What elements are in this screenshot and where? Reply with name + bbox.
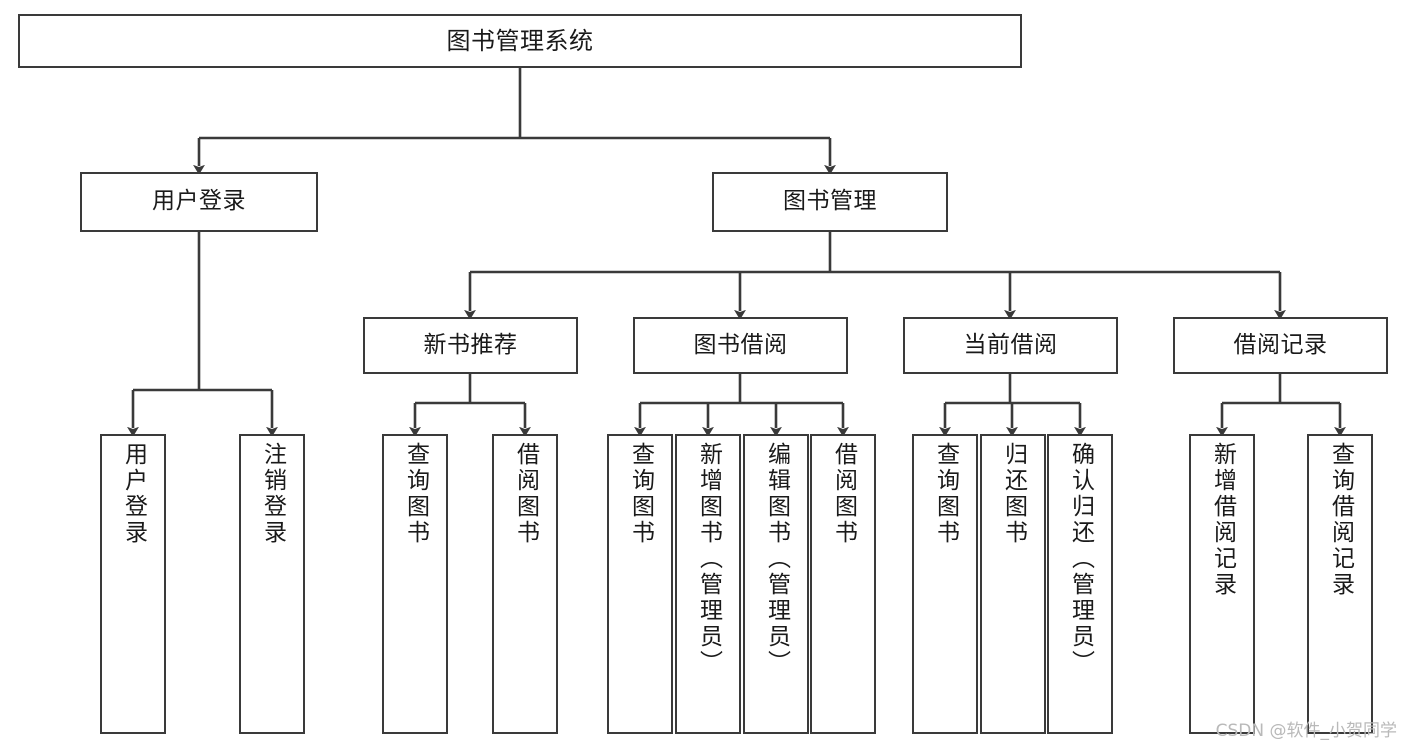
leaf-query-book-3-label: 查询图书 bbox=[932, 442, 959, 546]
leaf-return-book-label: 归还图书 bbox=[1000, 442, 1027, 546]
leaf-borrow-book-1[interactable]: 借阅图书 bbox=[492, 434, 558, 734]
leaf-edit-book[interactable]: 编辑图书（管理员） bbox=[743, 434, 809, 734]
node-user-login[interactable]: 用户登录 bbox=[80, 172, 318, 232]
leaf-borrow-book-1-label: 借阅图书 bbox=[512, 442, 539, 546]
leaf-return-book[interactable]: 归还图书 bbox=[980, 434, 1046, 734]
leaf-add-book[interactable]: 新增图书（管理员） bbox=[675, 434, 741, 734]
node-root-label: 图书管理系统 bbox=[446, 26, 594, 55]
leaf-borrow-book-2-label: 借阅图书 bbox=[830, 442, 857, 546]
leaf-borrow-book-2[interactable]: 借阅图书 bbox=[810, 434, 876, 734]
node-user-login-label: 用户登录 bbox=[152, 188, 246, 215]
leaf-add-record[interactable]: 新增借阅记录 bbox=[1189, 434, 1255, 734]
node-current-borrow-label: 当前借阅 bbox=[963, 331, 1058, 358]
leaf-confirm-return[interactable]: 确认归还（管理员） bbox=[1047, 434, 1113, 734]
leaf-query-book-1-label: 查询图书 bbox=[402, 442, 429, 546]
node-book-borrow[interactable]: 图书借阅 bbox=[633, 317, 848, 374]
leaf-logout[interactable]: 注销登录 bbox=[239, 434, 305, 734]
leaf-user-login-label: 用户登录 bbox=[120, 442, 147, 546]
node-book-manage[interactable]: 图书管理 bbox=[712, 172, 948, 232]
leaf-query-book-2[interactable]: 查询图书 bbox=[607, 434, 673, 734]
node-root[interactable]: 图书管理系统 bbox=[18, 14, 1022, 68]
leaf-query-record-label: 查询借阅记录 bbox=[1327, 442, 1354, 598]
node-borrow-record[interactable]: 借阅记录 bbox=[1173, 317, 1388, 374]
node-book-manage-label: 图书管理 bbox=[783, 188, 877, 215]
leaf-query-record[interactable]: 查询借阅记录 bbox=[1307, 434, 1373, 734]
node-new-book-recommend-label: 新书推荐 bbox=[423, 331, 518, 358]
leaf-add-record-label: 新增借阅记录 bbox=[1209, 442, 1236, 598]
node-borrow-record-label: 借阅记录 bbox=[1233, 331, 1328, 358]
leaf-edit-book-label: 编辑图书（管理员） bbox=[763, 442, 790, 676]
leaf-query-book-1[interactable]: 查询图书 bbox=[382, 434, 448, 734]
node-new-book-recommend[interactable]: 新书推荐 bbox=[363, 317, 578, 374]
node-book-borrow-label: 图书借阅 bbox=[693, 331, 788, 358]
leaf-add-book-label: 新增图书（管理员） bbox=[695, 442, 722, 676]
leaf-confirm-return-label: 确认归还（管理员） bbox=[1067, 442, 1094, 676]
node-current-borrow[interactable]: 当前借阅 bbox=[903, 317, 1118, 374]
leaf-query-book-3[interactable]: 查询图书 bbox=[912, 434, 978, 734]
leaf-user-login[interactable]: 用户登录 bbox=[100, 434, 166, 734]
leaf-query-book-2-label: 查询图书 bbox=[627, 442, 654, 546]
leaf-logout-label: 注销登录 bbox=[259, 442, 286, 546]
